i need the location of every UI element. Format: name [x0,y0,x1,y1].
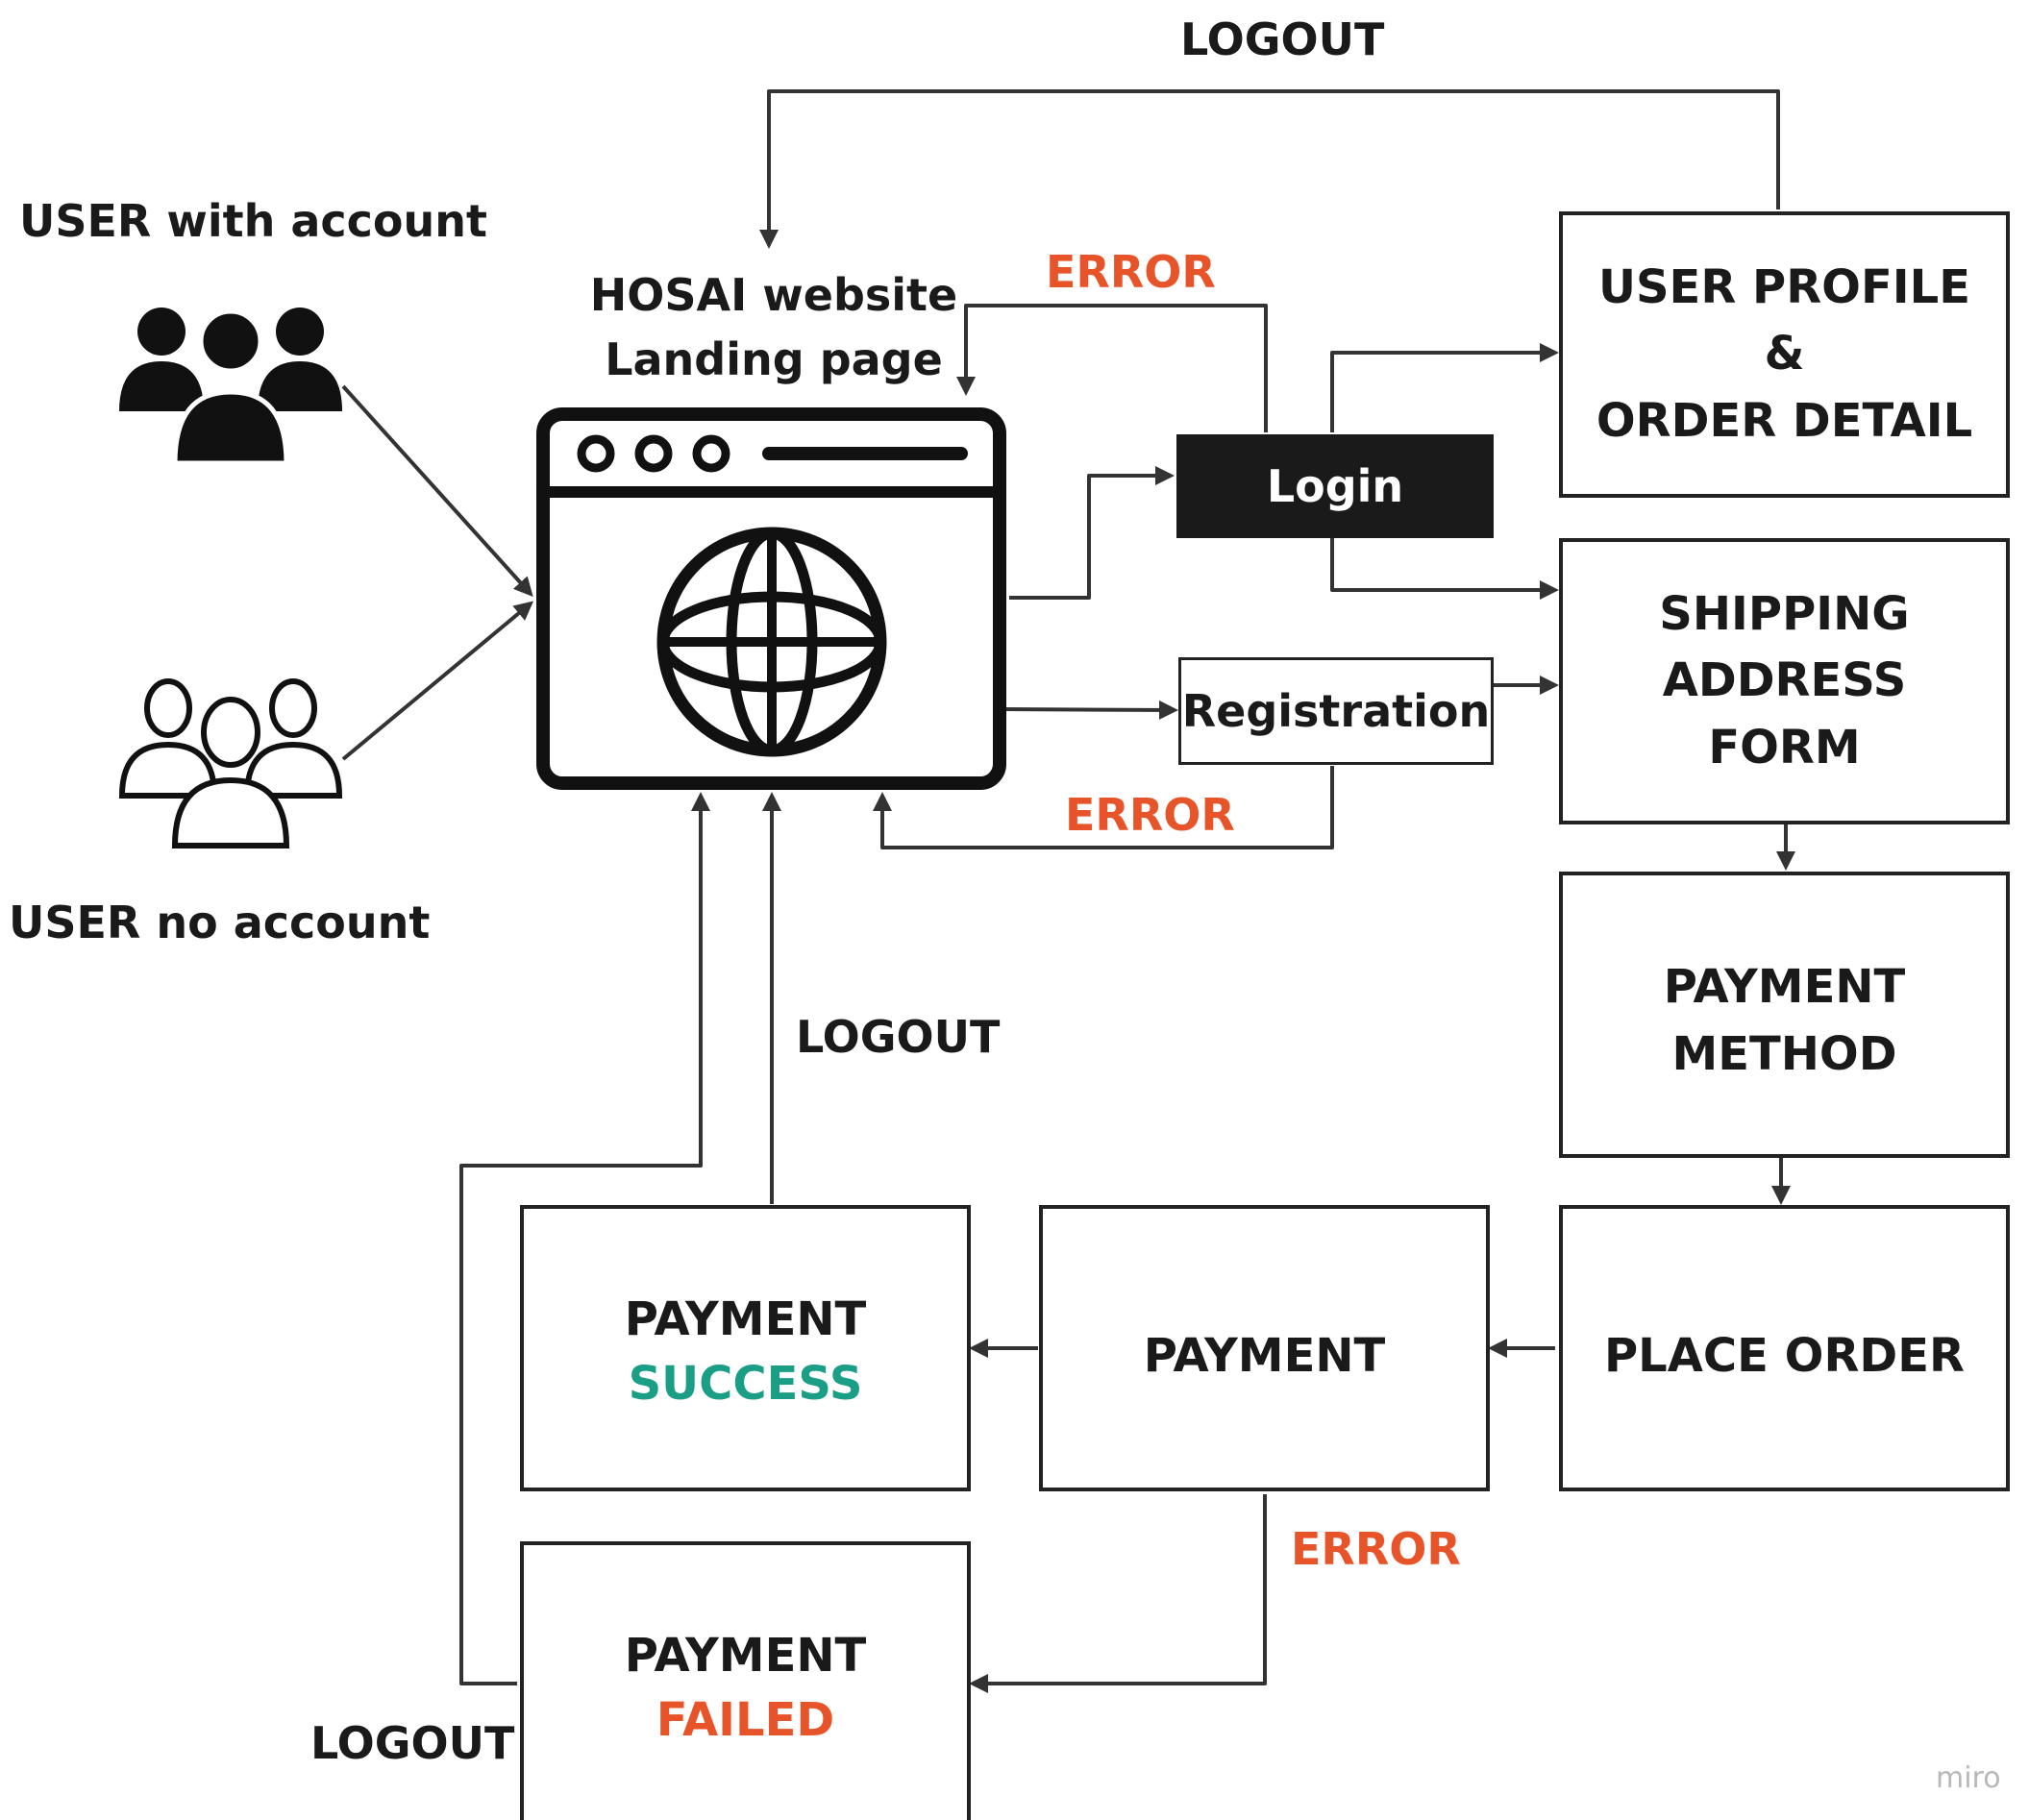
place-order-node: PLACE ORDER [1559,1205,2010,1491]
payment-method-line-2: METHOD [1671,1026,1897,1081]
shipping-line-3: FORM [1708,720,1861,775]
landing-title-line-1: HOSAI website [589,269,958,321]
payment-success-node: PAYMENT SUCCESS [520,1205,971,1491]
payment-node: PAYMENT [1039,1205,1490,1491]
registration-node[interactable]: Registration [1178,657,1494,765]
edge-landing-to-login [1009,466,1175,600]
payment-success-status: SUCCESS [628,1357,863,1412]
edge-landing-to-registration [999,700,1178,720]
shipping-line-1: SHIPPING [1659,586,1910,641]
edge-logout-top [759,89,1780,249]
actor-label-no-account: USER no account [9,897,431,948]
error-label-payment: ERROR [1291,1523,1461,1575]
edge-login-to-shipping [1330,538,1559,600]
logout-label-top: LOGOUT [1180,13,1385,65]
payment-failed-node: PAYMENT FAILED [520,1541,971,1820]
user-group-filled-icon [119,307,342,466]
logout-label-mid: LOGOUT [796,1011,1001,1063]
registration-node-label: Registration [1181,684,1491,737]
browser-globe-icon [536,407,1006,790]
login-node-label: Login [1266,459,1404,512]
user-profile-line-3: ORDER DETAIL [1596,393,1973,448]
payment-label: PAYMENT [1143,1329,1386,1383]
user-group-outline-icon [118,678,343,849]
user-profile-node: USER PROFILE & ORDER DETAIL [1559,211,2010,498]
shipping-address-node: SHIPPING ADDRESS FORM [1559,538,2010,824]
actor-label-with-account: USER with account [19,195,488,247]
error-label-registration: ERROR [1065,789,1235,841]
payment-method-line-1: PAYMENT [1663,960,1906,1014]
miro-watermark: miro [1936,1761,2001,1795]
payment-failed-line-1: PAYMENT [624,1629,867,1683]
login-node[interactable]: Login [1176,434,1494,538]
payment-method-node: PAYMENT METHOD [1559,872,2010,1158]
edge-payment-error [969,1494,1267,1693]
logout-label-bottom: LOGOUT [310,1717,515,1769]
edge-user-with-account-to-landing [341,384,533,597]
edge-logout-bottom [459,792,710,1685]
user-profile-line-2: & [1764,327,1805,381]
landing-title-line-2: Landing page [605,332,943,385]
edge-registration-error [873,766,1334,849]
edge-login-error [956,304,1268,432]
edge-login-to-profile [1330,343,1559,432]
error-label-login: ERROR [1046,246,1216,298]
user-profile-line-1: USER PROFILE [1598,259,1970,314]
shipping-line-2: ADDRESS [1662,653,1907,708]
place-order-label: PLACE ORDER [1604,1329,1965,1383]
payment-success-line-1: PAYMENT [624,1292,867,1346]
edge-user-no-account-to-landing [341,601,534,761]
payment-failed-status: FAILED [656,1693,835,1748]
landing-page-title: HOSAI website Landing page [577,263,971,391]
